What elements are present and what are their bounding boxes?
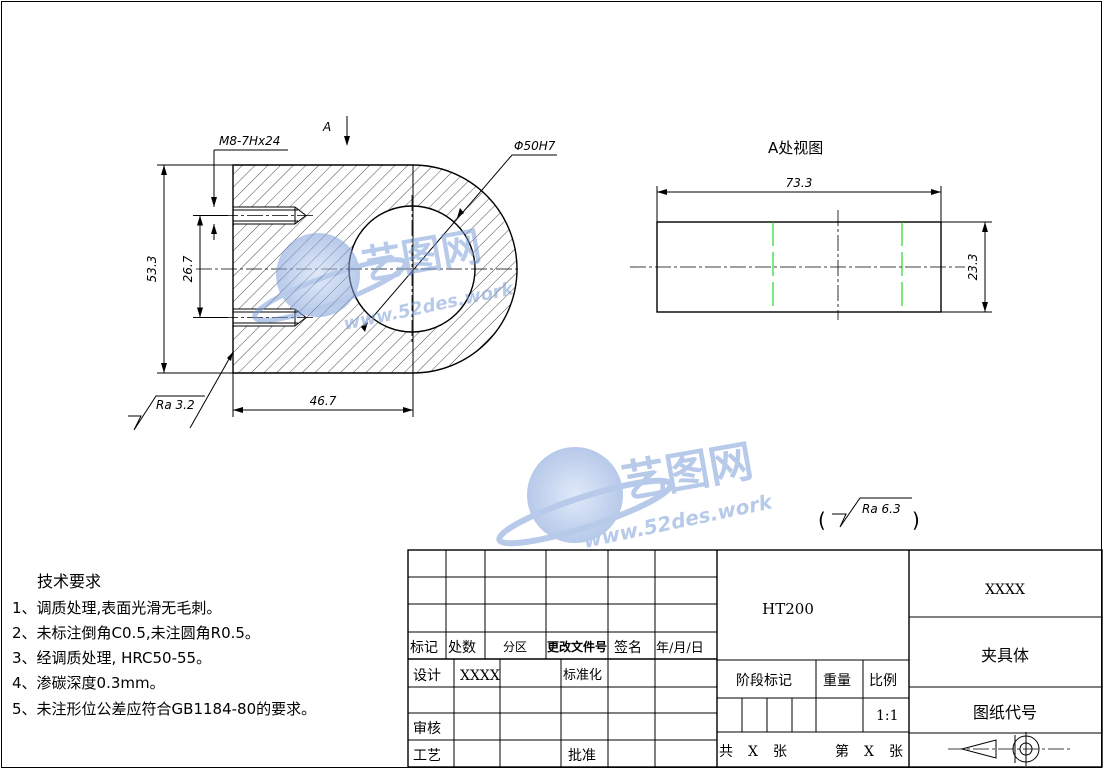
tb-sheets-total-value: X [748,744,758,760]
view-arrow-label: A [322,120,331,134]
tb-standardize: 标准化 [563,668,602,683]
side-dim-height-text: 23.3 [966,254,980,281]
roughness-label: Ra 3.2 [156,398,195,412]
side-dim-length-text: 73.3 [786,176,813,190]
title-block: 标记 处数 分区 更改文件号 签名 年/月/日 设计 XXXX 标准化 审核 工… [407,549,1103,768]
tb-zone: 分区 [503,640,527,654]
tb-sheet-no-value: X [864,744,874,760]
side-view-title: A处视图 [768,139,823,157]
tb-date: 年/月/日 [656,641,704,656]
roughness-open-paren: ( [818,508,826,532]
tb-designer: XXXX [460,668,500,684]
tb-material: HT200 [762,600,814,618]
tb-process: 工艺 [413,748,441,764]
tech-requirement-3: 3、经调质处理, HRC50-55。 [12,649,211,667]
tb-sheets-total-prefix: 共 [719,744,733,760]
general-roughness: ( Ra 6.3 ) [818,497,920,532]
tb-weight: 重量 [823,673,851,689]
dim-width-text: 46.7 [310,394,337,408]
section-body-outline [232,164,518,374]
tech-requirement-5: 5、未注形位公差应符合GB1184-80的要求。 [12,700,316,718]
side-view: A处视图 73.3 23.3 [630,139,992,320]
tb-part-name: 夹具体 [981,646,1029,665]
tech-requirements: 技术要求 1、调质处理,表面光滑无毛刺。 2、未标注倒角C0.5,未注圆角R0.… [12,572,316,718]
tapped-hole-upper [233,206,307,225]
roughness-close-paren: ) [912,508,920,532]
thread-callout-text: M8-7Hx24 [219,134,280,148]
tb-mark: 标记 [410,640,438,656]
roughness-symbol-ra32: Ra 3.2 [128,351,234,431]
globe-logo-icon-2 [527,447,623,543]
dim-height-text: 53.3 [145,256,159,283]
tb-count: 处数 [448,640,476,656]
tb-scale-value: 1:1 [876,708,899,724]
tb-review: 审核 [413,721,441,737]
tb-sheets-total-suffix: 张 [773,744,787,760]
tb-change-doc: 更改文件号 [547,639,607,654]
watermark-lower: 艺图网 www.52des.work [496,436,776,553]
tech-requirement-1: 1、调质处理,表面光滑无毛刺。 [12,599,221,617]
front-view: 53.3 26.7 M8-7Hx24 A Φ50H7 46.7 [128,116,557,431]
tb-approve: 批准 [568,748,596,764]
tech-requirements-title: 技术要求 [37,572,101,591]
globe-logo-icon [276,233,360,317]
first-angle-projection-icon [948,732,1072,766]
dim-hole-spacing-text: 26.7 [181,255,195,282]
tb-company: XXXX [985,582,1025,598]
tb-design: 设计 [413,668,441,684]
general-roughness-label: Ra 6.3 [862,502,901,516]
tech-requirement-2: 2、未标注倒角C0.5,未注圆角R0.5。 [12,624,260,642]
watermark-brand-upper: 艺图网 [359,224,485,290]
tb-sheet-no-prefix: 第 [835,743,849,760]
tb-sheet-no-suffix: 张 [889,744,903,760]
tb-signature: 签名 [614,639,642,656]
bore-callout-text: Φ50H7 [514,139,556,153]
tb-stage-mark: 阶段标记 [736,673,792,689]
tech-requirement-4: 4、渗碳深度0.3mm。 [12,674,165,692]
tb-drawing-number: 图纸代号 [973,703,1037,722]
tb-scale: 比例 [869,673,897,689]
